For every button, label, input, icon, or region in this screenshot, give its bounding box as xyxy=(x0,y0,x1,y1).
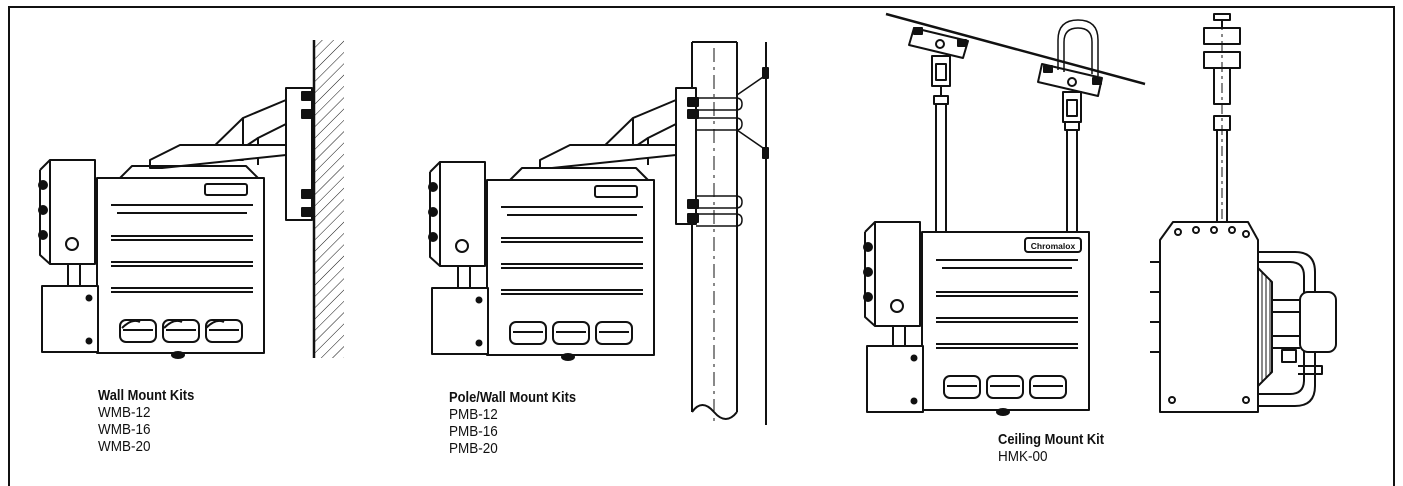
wall-mount-caption: Wall Mount Kits WMB-12 WMB-16 WMB-20 xyxy=(98,387,210,455)
ceiling-mount-drawing: Chromalox xyxy=(863,12,1337,416)
pole-heater xyxy=(428,161,655,361)
figure-frame xyxy=(8,6,1395,486)
ceiling-mount-model: HMK-00 xyxy=(998,448,1048,465)
wall-hatch xyxy=(314,40,344,358)
wall-mount-drawing xyxy=(38,40,344,359)
ceiling-line xyxy=(885,12,1146,86)
pole-mount-title: Pole/Wall Mount Kits xyxy=(449,389,577,406)
pole-mount-model: PMB-16 xyxy=(449,423,498,440)
wall-heater xyxy=(38,159,265,359)
ceiling-heater-side xyxy=(1150,221,1337,413)
ceiling-mount-caption: Ceiling Mount Kit HMK-00 xyxy=(998,431,1121,465)
brand-label: Chromalox xyxy=(1031,241,1076,251)
wall-mount-model: WMB-12 xyxy=(98,404,151,421)
wall-mount-model: WMB-16 xyxy=(98,421,151,438)
ceiling-mount-title: Ceiling Mount Kit xyxy=(998,431,1105,448)
wall-mount-title: Wall Mount Kits xyxy=(98,387,195,404)
pole-mount-model: PMB-20 xyxy=(449,440,498,457)
pole-mount-model: PMB-12 xyxy=(449,406,498,423)
pole-mount-caption: Pole/Wall Mount Kits PMB-12 PMB-16 PMB-2… xyxy=(449,389,597,457)
ceiling-heater-front: Chromalox xyxy=(863,221,1090,416)
wall-bracket-shelf xyxy=(149,144,287,169)
wall-mount-model: WMB-20 xyxy=(98,438,151,455)
wall-bracket-plate xyxy=(285,87,313,221)
pole-mount-drawing xyxy=(428,41,769,425)
